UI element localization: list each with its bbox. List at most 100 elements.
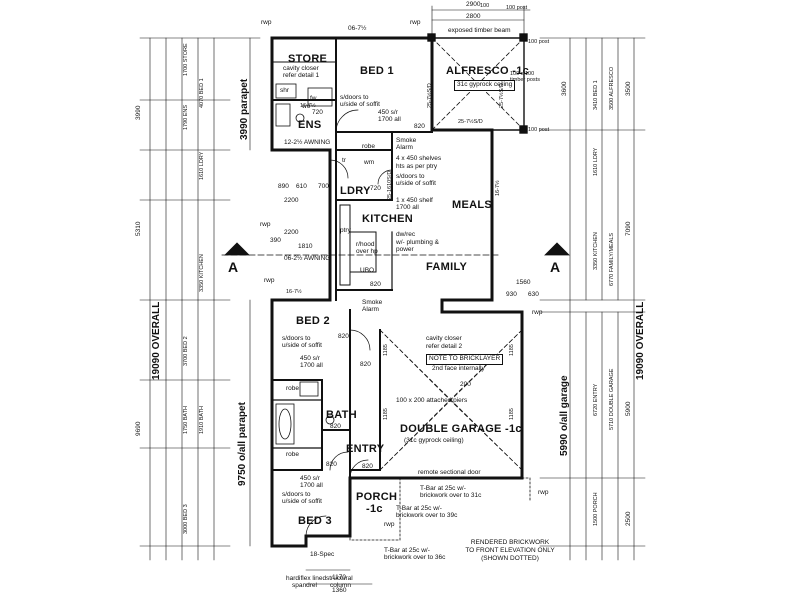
dim-door-1610: 25-1610S/D (387, 170, 393, 200)
remote-door-note: remote sectional door (418, 469, 481, 476)
structural-note: structural (326, 575, 353, 582)
dim-top-2900: 2900 (466, 1, 481, 8)
dim-left-5310: 5310 (135, 221, 142, 236)
section-marker-a-right: A (550, 259, 561, 275)
dim-890: 890 (278, 183, 289, 190)
dim-630: 630 (528, 291, 539, 298)
room-label-ldry: LDRY (340, 185, 371, 197)
dim-820: 820 (330, 423, 341, 430)
dim-right-ldry: 1610 LDRY (593, 147, 599, 176)
dim-820: 820 (414, 123, 425, 130)
dim-left-3990: 3990 (135, 105, 142, 120)
shelves-note-2: hts as per ptry (396, 163, 438, 170)
dim-door-25: 25-7½S/D (499, 83, 505, 108)
dim-2200: 2200 (284, 197, 299, 204)
top-dimension-lines (431, 5, 531, 35)
dim-right-3600: 3600 (561, 81, 568, 96)
rwp-label: rwp (384, 521, 395, 528)
post-label: 100 post (528, 39, 550, 45)
dim-top-post: 100 post (506, 5, 528, 11)
gyprock-ceiling-note: 31c gyprock ceiling (454, 80, 516, 91)
dim-right-19090: 19090 OVERALL (635, 301, 646, 380)
dim-left-bed3: 3000 BED 3 (183, 504, 189, 534)
dim-right-family: 6770 FAMILY/MEALS (609, 232, 615, 286)
room-label-porch-sub: -1c (366, 503, 383, 515)
dim-820: 820 (360, 361, 371, 368)
dim-door-25: 25-7½S/D (427, 83, 433, 108)
dim-720: 720 (312, 109, 323, 116)
shelves-note: 4 x 450 shelves (396, 155, 442, 162)
dim-door-25: 25-7½S/D (458, 119, 483, 125)
dim-820: 820 (326, 461, 337, 468)
bottom-dimension-lines (305, 569, 373, 585)
dim-top-window: 06-7½ (348, 25, 367, 32)
dim-right-porch: 1500 PORCH (593, 492, 599, 526)
sliding-doors-note: s/doors to (396, 173, 425, 180)
internal-walls (271, 37, 433, 479)
door-swings (305, 109, 393, 537)
soffit-note: u/side of soffit (396, 180, 436, 187)
tbar-note-2: brickwork over to 31c (420, 492, 482, 499)
spec-note: 18-Spec (310, 551, 335, 558)
rwp-label: rwp (410, 19, 421, 26)
dim-820: 820 (362, 463, 373, 470)
exposed-beam-note: exposed timber beam (448, 27, 511, 34)
room-label-meals: MEALS (452, 199, 492, 211)
cavity-closer-note: cavity closer (283, 65, 319, 72)
refer-detail-note: refer detail 1 (283, 72, 320, 79)
tbar-note: T-Bar at 25c w/- (384, 547, 430, 554)
dim-left-bath-2: 1910 BATH (199, 405, 205, 434)
right-dimension-lines (539, 37, 646, 561)
dim-820: 820 (370, 281, 381, 288)
dim-1185: 1185 (509, 408, 515, 420)
dim-left-ens: 1790 ENS (183, 104, 189, 130)
dim-right-alfresco: 3500 ALFRESCO (609, 66, 615, 110)
dim-right-entry: 6720 ENTRY (593, 383, 599, 416)
rwp-label: rwp (260, 221, 271, 228)
tbar-note-2: brickwork over to 39c (396, 512, 458, 519)
awning-note: 12-2½ AWNING (284, 139, 331, 146)
tbar-note: T-Bar at 25c w/- (396, 505, 442, 512)
sliding-doors-note: s/doors to (282, 335, 311, 342)
sliding-doors-note: s/doors to (282, 491, 311, 498)
rwp-label: rwp (261, 19, 272, 26)
ubo-label: UBO (360, 267, 375, 274)
dim-left-bed1: 4070 BED 1 (199, 78, 205, 108)
dim-720: 720 (370, 185, 381, 192)
dim-window-16: 16-7½ (286, 289, 302, 295)
dim-1360: 1360 (332, 587, 347, 594)
sliding-doors-note: s/doors to (340, 94, 369, 101)
garage-ceiling-note: (31c gyprock ceiling) (404, 437, 464, 444)
shelf-note: 1 x 450 shelf (396, 197, 433, 204)
robe-label: robe (362, 143, 376, 150)
dim-820: 820 (338, 333, 349, 340)
room-label-bath: BATH (326, 409, 357, 421)
soffit-note: u/side of soffit (340, 101, 380, 108)
rendered-note-3: (SHOWN DOTTED) (481, 555, 539, 562)
room-label-family: FAMILY (426, 261, 468, 273)
soffit-note: u/side of soffit (282, 342, 322, 349)
dim-left-3990-parapet: 3990 parapet (239, 78, 250, 140)
dim-2200: 2200 (284, 229, 299, 236)
sill-note: 450 s/r (378, 109, 398, 116)
rendered-note: RENDERED BRICKWORK (470, 539, 550, 546)
sill-note: 1700 all (378, 116, 401, 123)
room-label-porch: PORCH (356, 491, 398, 503)
dim-1185: 1185 (509, 344, 515, 356)
rendered-note-2: TO FRONT ELEVATION ONLY (465, 547, 555, 554)
room-label-bed2: BED 2 (296, 315, 330, 327)
smoke-alarm-label: Smoke Alarm (362, 299, 383, 313)
dim-390: 390 (270, 237, 281, 244)
piers-note: 100 x 200 attached piers (396, 397, 468, 404)
dim-1185: 1185 (383, 408, 389, 420)
dim-window-16: 16-7½ (495, 180, 501, 196)
robe-label: robe (286, 451, 300, 458)
rwp-label: rwp (532, 309, 543, 316)
dim-left-ldry: 1610 LDRY (199, 151, 205, 180)
shelf-note-2: 1700 all (396, 204, 419, 211)
dim-right-bed1: 3410 BED 1 (593, 80, 599, 110)
dim-700: 700 (318, 183, 329, 190)
sill-note: 1700 all (300, 362, 323, 369)
section-markers (221, 242, 570, 256)
dim-left-9690: 9690 (135, 421, 142, 436)
